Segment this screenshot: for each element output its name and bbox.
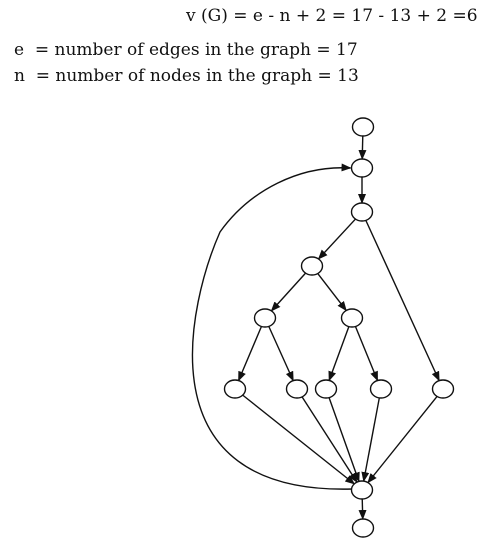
- graph-node-n13: [351, 518, 375, 538]
- graph-node-n5: [253, 308, 277, 328]
- edges-definition: e = number of edges in the graph = 17: [14, 40, 358, 60]
- nodes-definition: n = number of nodes in the graph = 13: [14, 66, 359, 86]
- edge-n6-n10: [354, 326, 379, 382]
- graph-node-n4: [300, 256, 324, 276]
- graph-node-n8: [285, 379, 309, 399]
- graph-node-n11: [431, 379, 455, 399]
- graph-node-n7: [223, 379, 247, 399]
- graph-node-n3: [350, 202, 374, 222]
- edge-n12-n13: [358, 498, 367, 521]
- graph-node-n2: [350, 158, 374, 178]
- edge-n3-n4: [317, 218, 356, 260]
- edge-n5-n8: [268, 326, 294, 382]
- graph-node-n9: [314, 379, 338, 399]
- edge-n8-n12: [301, 396, 358, 483]
- graph-node-n10: [369, 379, 393, 399]
- graph-node-n1: [351, 117, 375, 137]
- edge-n10-n12: [361, 397, 381, 483]
- edge-n4-n6: [317, 273, 347, 312]
- edge-n11-n12: [367, 395, 438, 484]
- edge-n9-n12: [328, 397, 360, 483]
- edge-n7-n12: [242, 394, 356, 485]
- edge-n5-n7: [237, 326, 263, 382]
- edge-n3-n11: [365, 220, 440, 382]
- edge-n4-n5: [270, 272, 307, 312]
- edge-n1-n2: [358, 135, 367, 161]
- graph-node-n6: [340, 308, 364, 328]
- edge-n12-n2: [191, 163, 353, 490]
- edge-n6-n9: [328, 326, 350, 382]
- graph-node-n12: [350, 480, 374, 500]
- cyclomatic-complexity-formula: v (G) = e - n + 2 = 17 - 13 + 2 =6: [186, 6, 478, 26]
